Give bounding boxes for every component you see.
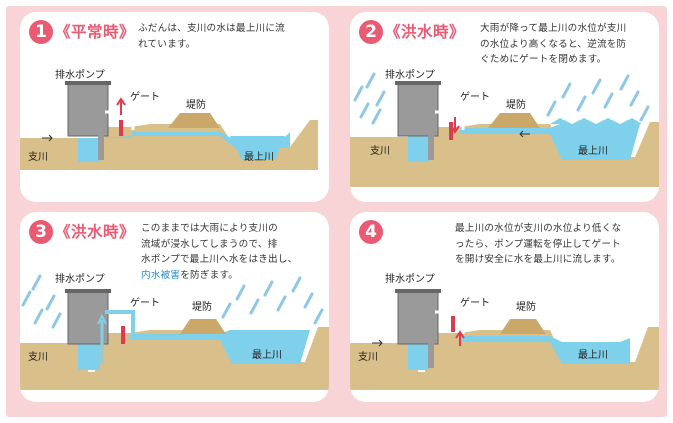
scene-flood-gate bbox=[350, 72, 659, 187]
pipe bbox=[435, 310, 465, 334]
gate-body bbox=[121, 326, 125, 344]
panel-description: 大雨が降って最上川の水位が支川 の水位より高くなると、逆流を防 ぐためにゲートを… bbox=[480, 21, 655, 68]
panel-flood-pump: 3 《洪水時》 このままでは大雨により支川の 流域が浸水してしまうので、排 水ポ… bbox=[20, 212, 329, 402]
flow-arrow bbox=[372, 339, 383, 347]
levee bbox=[180, 319, 226, 334]
step-number: 2 bbox=[359, 20, 383, 44]
gate-label: ゲート bbox=[130, 298, 160, 309]
tributary-water bbox=[20, 138, 100, 162]
scene-normal bbox=[20, 81, 318, 170]
tributary-label: 支川 bbox=[370, 146, 390, 157]
step-number: 3 bbox=[29, 220, 53, 244]
main-river-water bbox=[130, 330, 310, 364]
gate-arrow-head bbox=[450, 125, 460, 134]
gate-label: ゲート bbox=[130, 92, 160, 103]
pump-shaft bbox=[428, 130, 434, 160]
scene-after-flood bbox=[350, 289, 659, 390]
tributary-edge bbox=[20, 338, 100, 343]
pump-house bbox=[397, 83, 439, 137]
pump-label: 排水ポンプ bbox=[55, 274, 105, 285]
desc-line: ふだんは、支川の水は最上川に流 bbox=[138, 23, 285, 34]
desc-line: の水位より高くなると、逆流を防 bbox=[480, 38, 627, 50]
levee bbox=[168, 113, 220, 128]
desc-line: 水ポンプで最上川へ水をはき出し、 bbox=[141, 254, 298, 265]
gate-body bbox=[119, 120, 123, 136]
pump-roof bbox=[395, 289, 441, 293]
pump-roof bbox=[65, 81, 111, 85]
pump-roof bbox=[395, 81, 441, 85]
panel-title: 《洪水時》 bbox=[55, 223, 136, 241]
gate-label: ゲート bbox=[460, 298, 490, 309]
tributary-edge bbox=[350, 132, 430, 137]
main-river-label: 最上川 bbox=[578, 146, 608, 157]
main-river-water bbox=[460, 124, 640, 160]
main-river-label: 最上川 bbox=[252, 350, 282, 361]
tributary-water bbox=[350, 136, 430, 162]
desc-line: 内水被害を防ぎます。 bbox=[141, 268, 325, 284]
panel-normal: 1 《平常時》 ふだんは、支川の水は最上川に流 れています。 排水ポンプ ゲート… bbox=[20, 12, 329, 202]
tributary-label: 支川 bbox=[358, 352, 378, 363]
desc-line: れています。 bbox=[138, 38, 196, 50]
scene-flood-pump bbox=[20, 274, 329, 390]
rain bbox=[353, 72, 650, 125]
tributary-label: 支川 bbox=[28, 152, 48, 163]
desc-line: このままでは大雨により支川の bbox=[141, 223, 278, 234]
pipe bbox=[435, 110, 465, 130]
levee-label: 堤防 bbox=[186, 100, 206, 111]
pump-house bbox=[67, 83, 109, 137]
levee-label: 堤防 bbox=[192, 302, 212, 313]
gate-body bbox=[451, 316, 455, 332]
desc-line: ったら、ポンプ運転を停止してゲート bbox=[455, 238, 621, 250]
panel-flood-gate-closed: 2 《洪水時》 大雨が降って最上川の水位が支川 の水位より高くなると、逆流を防 … bbox=[350, 12, 659, 202]
desc-tail: を防ぎます。 bbox=[180, 269, 238, 281]
tributary-edge bbox=[20, 134, 100, 138]
levee-label: 堤防 bbox=[516, 302, 536, 313]
pump-roof bbox=[65, 289, 111, 293]
desc-line: ぐためにゲートを閉めます。 bbox=[480, 54, 607, 65]
main-river-label: 最上川 bbox=[244, 152, 274, 163]
step-number: 4 bbox=[359, 220, 383, 244]
panel-after-flood: 4 最上川の水位が支川の水位より低くな ったら、ポンプ運転を停止してゲート を開… bbox=[350, 212, 659, 402]
desc-line: 大雨が降って最上川の水位が支川 bbox=[480, 23, 627, 34]
gate-label: ゲート bbox=[460, 92, 490, 103]
rain bbox=[21, 274, 324, 329]
pump-house bbox=[397, 291, 439, 345]
panel-title: 《平常時》 bbox=[55, 23, 136, 41]
desc-line: 流域が浸水してしまうので、排 bbox=[141, 238, 278, 250]
flow-arrow bbox=[42, 134, 53, 142]
step-number: 1 bbox=[29, 20, 53, 44]
panel-title: 《洪水時》 bbox=[385, 23, 466, 41]
main-river-water bbox=[230, 136, 285, 160]
pump-shaft bbox=[98, 130, 104, 160]
gate-arrow-head bbox=[455, 330, 465, 339]
backflow-arrow bbox=[519, 130, 530, 138]
levee-label: 堤防 bbox=[506, 100, 526, 111]
tributary-water bbox=[20, 342, 100, 370]
waves bbox=[550, 118, 642, 124]
main-river-label: 最上川 bbox=[578, 350, 608, 361]
gate-body bbox=[449, 122, 453, 140]
panel-description: ふだんは、支川の水は最上川に流 れています。 bbox=[138, 21, 323, 52]
tributary-edge bbox=[350, 338, 430, 343]
gate-arrow-head bbox=[116, 97, 126, 106]
pipe bbox=[105, 110, 135, 130]
highlight-term: 内水被害 bbox=[141, 269, 181, 281]
pump-shaft bbox=[428, 338, 434, 368]
levee bbox=[488, 113, 540, 128]
pump-label: 排水ポンプ bbox=[385, 274, 435, 285]
pump-label: 排水ポンプ bbox=[385, 70, 435, 81]
desc-line: 最上川の水位が支川の水位より低くな bbox=[455, 223, 622, 234]
panel-description: このままでは大雨により支川の 流域が浸水してしまうので、排 水ポンプで最上川へ水… bbox=[141, 221, 325, 283]
tributary-water bbox=[350, 342, 430, 370]
tributary-label: 支川 bbox=[28, 352, 48, 363]
pipe-flowing bbox=[105, 310, 135, 334]
desc-line: を開け安全に水を最上川に流します。 bbox=[455, 254, 621, 265]
levee bbox=[500, 319, 546, 334]
main-river-water bbox=[460, 336, 630, 364]
pump-label: 排水ポンプ bbox=[55, 70, 105, 81]
panel-description: 最上川の水位が支川の水位より低くな ったら、ポンプ運転を停止してゲート を開け安… bbox=[455, 221, 655, 268]
pump-flow-arrow bbox=[97, 313, 107, 325]
